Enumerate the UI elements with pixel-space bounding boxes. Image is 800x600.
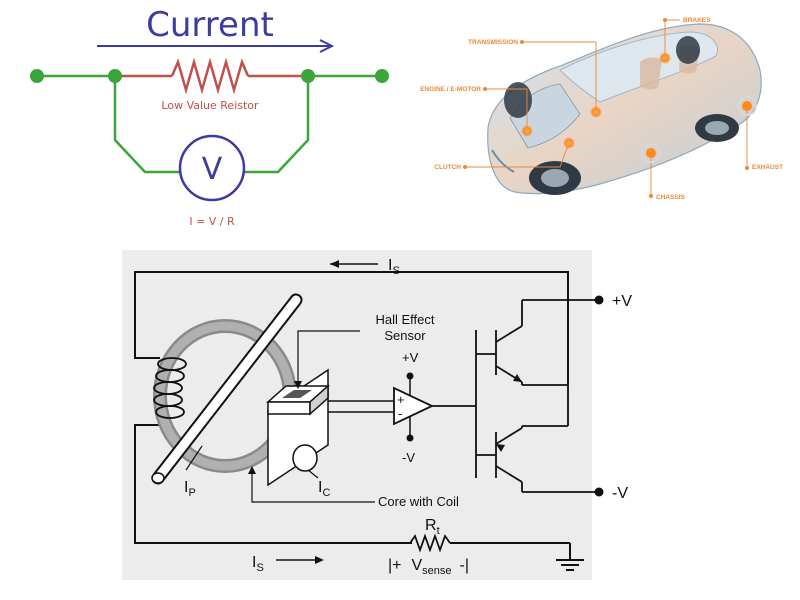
marker-exhaust (742, 101, 752, 111)
ip-arrow (185, 445, 203, 471)
label-clutch: CLUTCH (434, 164, 461, 171)
primary-conductor-end (151, 472, 165, 484)
callout-line-transmission (522, 41, 597, 112)
hall-background (122, 250, 592, 580)
pnp-emitter-arrow (496, 444, 505, 452)
out-plus-label: +V (612, 293, 632, 310)
marker-clutch (563, 137, 575, 149)
hall-chip-element (282, 390, 312, 398)
marker-brakes (659, 52, 671, 64)
hall-label-line1: Hall Effect (375, 312, 434, 327)
wire-top-loop (134, 271, 569, 385)
car-seat-front (640, 57, 662, 90)
rt-resistor (409, 533, 451, 553)
wire-bottom-loop (134, 424, 570, 544)
label-chassis: CHASSIS (656, 194, 686, 201)
primary-conductor (153, 295, 301, 483)
core-with-coil-label: Core with Coil (378, 494, 459, 509)
marker-chassis (646, 148, 656, 158)
label-brakes: BRAKES (683, 17, 711, 24)
out-minus-terminal (594, 487, 604, 497)
amp-supply-minus-label: -V (402, 450, 415, 465)
hall-label-pointer-head (294, 381, 302, 389)
callout-dot-clutch (463, 165, 467, 169)
resistor-label: Low Value Reistor (161, 99, 259, 112)
npn-emitter-arrow (513, 374, 522, 382)
label-transmission: TRANSMISSION (468, 39, 518, 46)
marker-engine (521, 125, 533, 137)
current-title: Current (146, 5, 274, 45)
coil-windings (153, 357, 187, 419)
voltmeter-circle (178, 134, 246, 202)
car-wheel-rear-rim (705, 121, 729, 135)
resistor-zigzag (170, 57, 250, 95)
ic-label: IC (318, 479, 330, 499)
out-plus-terminal (594, 295, 604, 305)
car-illustration: BRAKES TRANSMISSION ENGINE / E-MOTOR CLU… (420, 17, 783, 201)
hall-chip-side (309, 384, 329, 416)
callout-dot-transmission (520, 40, 524, 44)
car-wheel-rear-far (676, 36, 700, 64)
terminal-left (30, 69, 44, 83)
hall-label-pointer (297, 330, 360, 386)
label-exhaust: EXHAUST (752, 164, 783, 171)
core-label-pointer-head (248, 466, 256, 474)
shunt-diagram: Current Low Value Reistor V I = V / R (30, 5, 389, 228)
op-amp-minus: - (398, 406, 402, 421)
car-wheel-front-rim (541, 169, 569, 187)
label-engine: ENGINE / E-MOTOR (420, 86, 481, 93)
marker-exhaust-ring (737, 96, 757, 116)
out-minus-label: -V (612, 485, 628, 502)
core-label-pointer (251, 470, 375, 503)
callout-line-engine (485, 88, 528, 130)
amp-supply-minus-dot (406, 434, 414, 442)
ip-label: IP (184, 479, 196, 499)
voltmeter-symbol: V (202, 152, 223, 187)
rt-label: Rt (425, 517, 440, 537)
car-wheel-front-far (504, 82, 532, 118)
meter-wire-right (244, 76, 310, 174)
is-bottom-label: IS (252, 554, 264, 574)
hall-label-line2: Sensor (384, 328, 426, 343)
callout-dot-chassis (649, 194, 653, 198)
callout-dot-engine (483, 87, 487, 91)
hall-chip-front (267, 401, 311, 415)
car-headlight (491, 149, 515, 173)
amp-supply-plus-dot (406, 372, 414, 380)
marker-chassis-ring (641, 143, 661, 163)
amp-supply-plus-label: +V (402, 350, 419, 365)
is-top-label: IS (388, 257, 400, 277)
is-bottom-arrow-head (315, 556, 324, 564)
terminal-right (375, 69, 389, 83)
callout-line-clutch (465, 142, 570, 168)
vsense-label: |+Vsense-| (388, 557, 469, 577)
ic-pointer (307, 469, 319, 479)
current-arrow-head (319, 39, 335, 53)
callout-dot-exhaust (745, 166, 749, 170)
ohms-law-formula: I = V / R (189, 215, 235, 228)
hall-effect-diagram: IS IS IP Hall Effect Sensor (122, 250, 632, 580)
op-amp-plus: + (397, 392, 405, 407)
callout-dot-brakes (663, 18, 667, 22)
meter-wire-left (113, 76, 180, 174)
op-amp (393, 386, 435, 426)
marker-transmission (590, 106, 602, 118)
ic-coil-symbol (292, 444, 318, 472)
is-top-arrow-head (330, 260, 339, 268)
